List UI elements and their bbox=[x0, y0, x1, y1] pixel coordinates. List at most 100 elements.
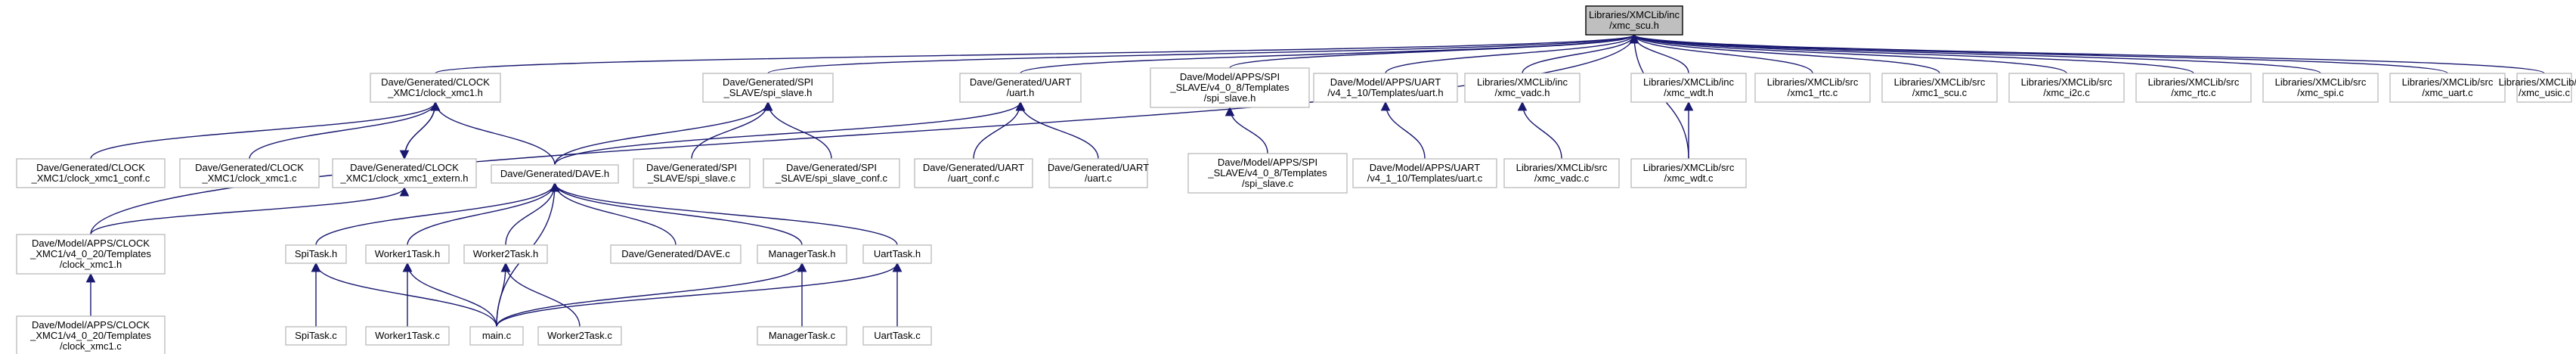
node-label-line: _XMC1/clock_xmc1_extern.h bbox=[339, 172, 468, 184]
node-worker1task-c[interactable]: Worker1Task.c bbox=[365, 326, 450, 346]
node-uart-conf-c[interactable]: Dave/Generated/UART/uart_conf.c bbox=[914, 158, 1033, 188]
node-clock-xmc1-extern-h[interactable]: Dave/Generated/CLOCK_XMC1/clock_xmc1_ext… bbox=[332, 158, 477, 188]
node-xmc-vadc-c[interactable]: Libraries/XMCLib/src/xmc_vadc.c bbox=[1503, 158, 1620, 188]
node-label-line: Dave/Generated/UART bbox=[923, 162, 1024, 173]
node-label-line: /spi_slave.c bbox=[1242, 178, 1293, 189]
node-label-line: Dave/Model/APPS/UART bbox=[1330, 76, 1441, 88]
node-worker1task-h[interactable]: Worker1Task.h bbox=[365, 244, 450, 264]
node-label-line: /xmc_spi.c bbox=[2297, 87, 2344, 98]
node-box bbox=[285, 326, 347, 346]
node-clock-xmc1-c[interactable]: Dave/Generated/CLOCK_XMC1/clock_xmc1.c bbox=[179, 158, 320, 188]
node-box bbox=[2008, 73, 2125, 103]
edge-clock_xmc1_h-to-xmc_scu_h bbox=[435, 33, 1639, 74]
edge-layer bbox=[85, 33, 2545, 328]
node-label-line: Dave/Generated/DAVE.c bbox=[621, 248, 730, 259]
node-box bbox=[2262, 73, 2379, 103]
node-box bbox=[1150, 67, 1310, 108]
node-label-line: Dave/Generated/SPI bbox=[786, 162, 877, 173]
node-label-line: _XMC1/clock_xmc1.c bbox=[202, 172, 297, 184]
node-box bbox=[757, 244, 847, 264]
node-tpl-clock-xmc1-c[interactable]: Dave/Model/APPS/CLOCK_XMC1/v4_0_20/Templ… bbox=[16, 315, 166, 354]
node-label-line: Libraries/XMCLib/src bbox=[1894, 76, 1986, 88]
node-uarttask-c[interactable]: UartTask.c bbox=[862, 326, 932, 346]
node-xmc-wdt-h[interactable]: Libraries/XMCLib/inc/xmc_wdt.h bbox=[1630, 73, 1747, 103]
node-label-line: Libraries/XMCLib/src bbox=[1643, 162, 1735, 173]
node-label-line: Libraries/XMCLib/src bbox=[2021, 76, 2113, 88]
node-label-line: /clock_xmc1.h bbox=[60, 259, 122, 270]
node-xmc-wdt-c[interactable]: Libraries/XMCLib/src/xmc_wdt.c bbox=[1630, 158, 1747, 188]
node-label-line: _XMC1/v4_0_20/Templates bbox=[29, 248, 151, 259]
node-label-line: Worker1Task.h bbox=[375, 248, 440, 259]
node-dave-c[interactable]: Dave/Generated/DAVE.c bbox=[610, 244, 742, 264]
node-spi-slave-h[interactable]: Dave/Generated/SPI_SLAVE/spi_slave.h bbox=[702, 73, 834, 103]
node-tpl-clock-xmc1-h[interactable]: Dave/Model/APPS/CLOCK_XMC1/v4_0_20/Templ… bbox=[16, 234, 166, 275]
edge-dave_c-to-dave_h bbox=[550, 182, 677, 246]
node-label-line: /clock_xmc1.c bbox=[60, 340, 122, 352]
node-label-line: Libraries/XMCLib/src bbox=[1767, 76, 1859, 88]
node-xmc1-scu-c[interactable]: Libraries/XMCLib/src/xmc1_scu.c bbox=[1881, 73, 1998, 103]
node-label-line: Dave/Model/APPS/CLOCK bbox=[32, 238, 150, 249]
node-xmc-scu-h[interactable]: Libraries/XMCLib/inc/xmc_scu.h bbox=[1585, 5, 1683, 36]
node-dave-h[interactable]: Dave/Generated/DAVE.h bbox=[491, 164, 619, 184]
edge-spi_slave_h-to-xmc_scu_h bbox=[767, 33, 1639, 74]
edge-xmc_rtc_c-to-xmc_scu_h bbox=[1630, 33, 2194, 74]
node-uart-c[interactable]: Dave/Generated/UART/uart.c bbox=[1048, 158, 1149, 188]
node-worker2task-h[interactable]: Worker2Task.h bbox=[463, 244, 548, 264]
node-xmc-spi-c[interactable]: Libraries/XMCLib/src/xmc_spi.c bbox=[2262, 73, 2379, 103]
node-clock-xmc1-conf-c[interactable]: Dave/Generated/CLOCK_XMC1/clock_xmc1_con… bbox=[16, 158, 166, 188]
node-box bbox=[1313, 73, 1458, 103]
node-tpl-uart-c[interactable]: Dave/Model/APPS/UART/v4_1_10/Templates/u… bbox=[1352, 158, 1497, 188]
node-label-line: _XMC1/clock_xmc1_conf.c bbox=[31, 172, 150, 184]
node-spitask-c[interactable]: SpiTask.c bbox=[285, 326, 347, 346]
edge-worker1task_h-to-dave_h bbox=[407, 182, 560, 246]
node-xmc1-rtc-c[interactable]: Libraries/XMCLib/src/xmc1_rtc.c bbox=[1754, 73, 1871, 103]
node-box bbox=[2516, 73, 2572, 103]
node-tpl-uart-h[interactable]: Dave/Model/APPS/UART/v4_1_10/Templates/u… bbox=[1313, 73, 1458, 103]
node-xmc-uart-c[interactable]: Libraries/XMCLib/src/xmc_uart.c bbox=[2389, 73, 2506, 103]
node-tpl-spi-slave-c[interactable]: Dave/Model/APPS/SPI_SLAVE/v4_0_8/Templat… bbox=[1187, 153, 1348, 194]
edge-tpl_uart_c-to-tpl_uart_h bbox=[1380, 101, 1426, 160]
node-xmc-rtc-c[interactable]: Libraries/XMCLib/src/xmc_rtc.c bbox=[2135, 73, 2252, 103]
edge-tpl_spi_slave_h-to-xmc_scu_h bbox=[1229, 33, 1639, 69]
node-label-line: SpiTask.c bbox=[295, 330, 337, 341]
edge-xmc_uart_c-to-xmc_scu_h bbox=[1630, 33, 2448, 74]
node-xmc-usic-c[interactable]: Libraries/XMCLib/src/xmc_usic.c bbox=[2499, 73, 2576, 103]
node-uarttask-h[interactable]: UartTask.h bbox=[862, 244, 932, 264]
node-box bbox=[763, 158, 900, 188]
node-label-line: Dave/Generated/DAVE.h bbox=[500, 168, 609, 179]
node-label-line: /uart_conf.c bbox=[948, 172, 999, 184]
edge-spitask_h-to-dave_h bbox=[315, 182, 560, 246]
node-box bbox=[365, 326, 450, 346]
node-box bbox=[16, 315, 166, 354]
node-spi-slave-c[interactable]: Dave/Generated/SPI_SLAVE/spi_slave.c bbox=[633, 158, 751, 188]
node-label-line: Dave/Generated/UART bbox=[970, 76, 1071, 88]
node-label-line: _SLAVE/v4_0_8/Templates bbox=[1169, 82, 1290, 93]
edge-main_c-to-uarttask_h bbox=[496, 262, 903, 328]
edge-clock_xmc1_conf_c-to-clock_xmc1_h bbox=[90, 101, 441, 160]
node-xmc-i2c-c[interactable]: Libraries/XMCLib/src/xmc_i2c.c bbox=[2008, 73, 2125, 103]
node-main-c[interactable]: main.c bbox=[469, 326, 524, 346]
node-label-line: /xmc_wdt.c bbox=[1664, 172, 1714, 184]
node-worker2task-c[interactable]: Worker2Task.c bbox=[537, 326, 622, 346]
node-xmc-vadc-h[interactable]: Libraries/XMCLib/inc/xmc_vadc.h bbox=[1464, 73, 1581, 103]
edge-main_c-to-spitask_h bbox=[311, 262, 497, 328]
node-clock-xmc1-h[interactable]: Dave/Generated/CLOCK_XMC1/clock_xmc1.h bbox=[370, 73, 501, 103]
edge-worker2task_c-to-worker2task_h bbox=[500, 262, 581, 328]
node-box bbox=[633, 158, 751, 188]
node-managertask-c[interactable]: ManagerTask.c bbox=[757, 326, 847, 346]
node-spitask-h[interactable]: SpiTask.h bbox=[285, 244, 347, 264]
node-spi-slave-conf-c[interactable]: Dave/Generated/SPI_SLAVE/spi_slave_conf.… bbox=[763, 158, 900, 188]
node-label-line: /xmc_vadc.c bbox=[1534, 172, 1590, 184]
node-label-line: /xmc_uart.c bbox=[2422, 87, 2473, 98]
node-label-line: Libraries/XMCLib/inc bbox=[1643, 76, 1734, 88]
node-box bbox=[1503, 158, 1620, 188]
node-box bbox=[2135, 73, 2252, 103]
node-managertask-h[interactable]: ManagerTask.h bbox=[757, 244, 847, 264]
node-label-line: _SLAVE/spi_slave.h bbox=[723, 87, 813, 98]
node-box bbox=[16, 158, 166, 188]
node-label-line: Dave/Model/APPS/CLOCK bbox=[32, 319, 150, 331]
node-label-line: Dave/Model/APPS/SPI bbox=[1218, 157, 1317, 168]
node-box bbox=[537, 326, 622, 346]
node-tpl-spi-slave-h[interactable]: Dave/Model/APPS/SPI_SLAVE/v4_0_8/Templat… bbox=[1150, 67, 1310, 108]
node-uart-h[interactable]: Dave/Generated/UART/uart.h bbox=[959, 73, 1082, 103]
